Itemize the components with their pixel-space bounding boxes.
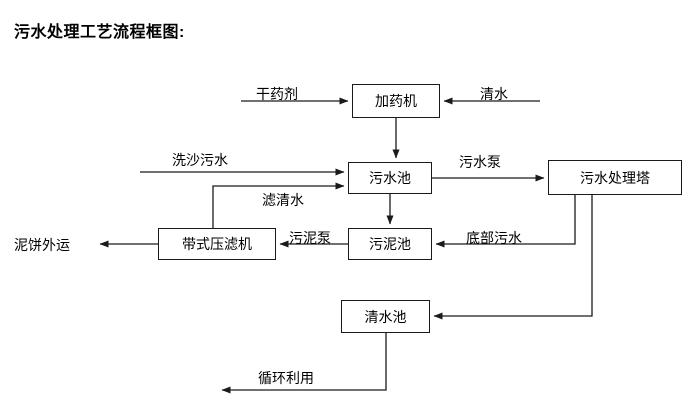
node-treatment-tower-label: 污水处理塔 <box>580 169 650 186</box>
label-recycle-reuse: 循环利用 <box>258 370 314 386</box>
label-mud-cake-out: 泥饼外运 <box>14 237 70 253</box>
node-wastewater-pool-label: 污水池 <box>369 170 411 186</box>
node-sludge-pool-label: 污泥池 <box>369 236 411 252</box>
label-clean-water: 清水 <box>480 86 508 102</box>
node-treatment-tower[interactable]: 污水处理塔 <box>548 160 682 195</box>
node-dosing-machine-label: 加药机 <box>375 93 417 109</box>
connector-filtered-water-to-wastewater-pool <box>212 182 345 228</box>
connector-clear-water-pool-to-recycle-reuse <box>221 333 387 394</box>
node-clear-water-pool-label: 清水池 <box>364 308 407 325</box>
label-sand-wash-sewage: 洗沙污水 <box>172 152 228 168</box>
label-dry-chemical: 干药剂 <box>256 86 298 102</box>
page-title: 污水处理工艺流程框图: <box>14 24 185 41</box>
node-dosing-machine[interactable]: 加药机 <box>352 84 440 118</box>
node-belt-filter-press[interactable]: 带式压滤机 <box>158 228 276 260</box>
label-sludge-pump: 污泥泵 <box>289 230 331 246</box>
node-sludge-pool[interactable]: 污泥池 <box>348 228 432 260</box>
label-filtered-water: 滤清水 <box>262 192 304 208</box>
label-sewage-pump: 污水泵 <box>459 154 501 170</box>
node-wastewater-pool[interactable]: 污水池 <box>348 162 432 194</box>
connector-treatment-tower-to-sludge-pool <box>435 195 576 248</box>
label-bottom-sewage: 底部污水 <box>466 230 522 246</box>
node-belt-filter-press-label: 带式压滤机 <box>182 236 252 252</box>
node-clear-water-pool[interactable]: 清水池 <box>341 300 430 333</box>
connector-treatment-tower-to-clear-water-pool <box>433 195 593 320</box>
